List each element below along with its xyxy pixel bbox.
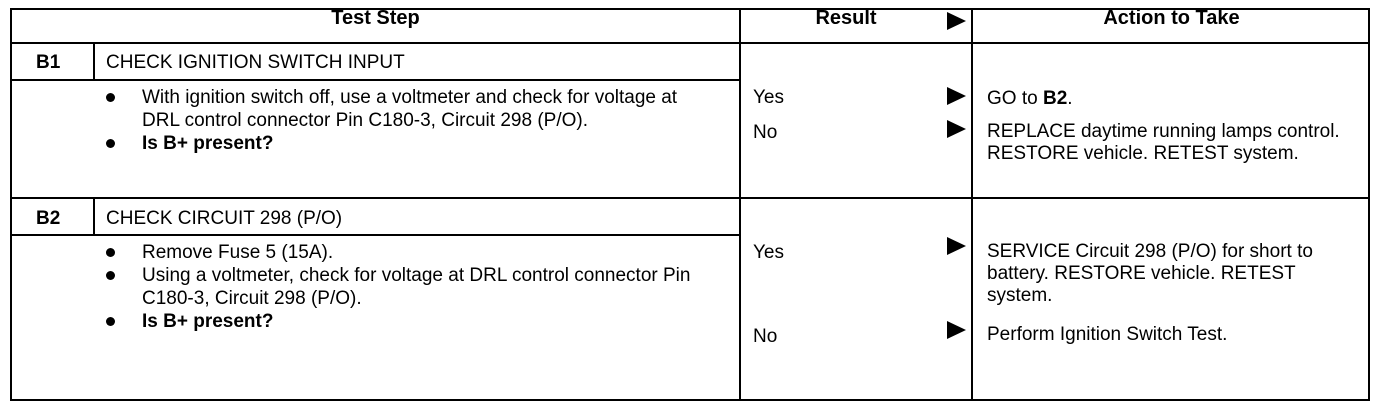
- step-b2-instructions: Remove Fuse 5 (15A). Using a voltmeter, …: [101, 241, 701, 333]
- action-text: GO to: [987, 88, 1043, 109]
- action-b1-yes: GO to B2.: [987, 88, 1073, 110]
- result-b2-yes: Yes: [753, 242, 784, 263]
- header-result: Result: [815, 7, 877, 29]
- bullet-icon: [106, 248, 115, 257]
- list-item: Remove Fuse 5 (15A).: [101, 241, 701, 264]
- bullet-icon: [106, 93, 115, 102]
- action-b2-yes: SERVICE Circuit 298 (P/O) for short to b…: [987, 241, 1313, 306]
- instruction-text: Using a voltmeter, check for voltage at …: [142, 265, 691, 309]
- step-b2-title-divider: [10, 234, 741, 236]
- action-text: .: [1067, 88, 1073, 109]
- column-divider-result-action: [971, 8, 973, 401]
- result-arrow-icon: [947, 87, 966, 105]
- diagnostic-table: [10, 8, 1370, 401]
- step-divider: [10, 197, 1370, 199]
- step-title-b2: CHECK CIRCUIT 298 (P/O): [106, 208, 343, 229]
- header-test-step: Test Step: [331, 7, 420, 29]
- step-id-b2: B2: [36, 208, 61, 229]
- list-item: With ignition switch off, use a voltmete…: [101, 86, 701, 132]
- list-item: Using a voltmeter, check for voltage at …: [101, 264, 701, 310]
- action-b2-no: Perform Ignition Switch Test.: [987, 324, 1228, 345]
- header-action: Action to Take: [1103, 7, 1240, 29]
- list-item: Is B+ present?: [101, 132, 701, 155]
- result-b1-yes: Yes: [753, 87, 784, 108]
- step-title-b1: CHECK IGNITION SWITCH INPUT: [106, 52, 405, 73]
- step-id-b1: B1: [36, 52, 61, 73]
- header-divider: [10, 42, 1370, 44]
- bullet-icon: [106, 271, 115, 280]
- result-b1-no: No: [753, 122, 778, 143]
- question-text: Is B+ present?: [142, 133, 274, 154]
- step-b1-instructions: With ignition switch off, use a voltmete…: [101, 86, 701, 155]
- header-arrow-icon: [947, 12, 966, 30]
- bullet-icon: [106, 139, 115, 148]
- step-reference: B2: [1042, 88, 1068, 109]
- column-divider-id-title: [93, 44, 95, 79]
- action-b1-no: REPLACE daytime running lamps control. R…: [987, 121, 1340, 164]
- column-divider-id-title: [93, 198, 95, 234]
- result-arrow-icon: [947, 120, 966, 138]
- column-divider-step-result: [739, 8, 741, 401]
- bullet-icon: [106, 317, 115, 326]
- result-arrow-icon: [947, 237, 966, 255]
- instruction-text: With ignition switch off, use a voltmete…: [142, 87, 678, 131]
- step-b1-title-divider: [10, 79, 741, 81]
- result-b2-no: No: [753, 326, 778, 347]
- result-arrow-icon: [947, 321, 966, 339]
- question-text: Is B+ present?: [142, 311, 274, 332]
- instruction-text: Remove Fuse 5 (15A).: [142, 242, 334, 263]
- list-item: Is B+ present?: [101, 310, 701, 333]
